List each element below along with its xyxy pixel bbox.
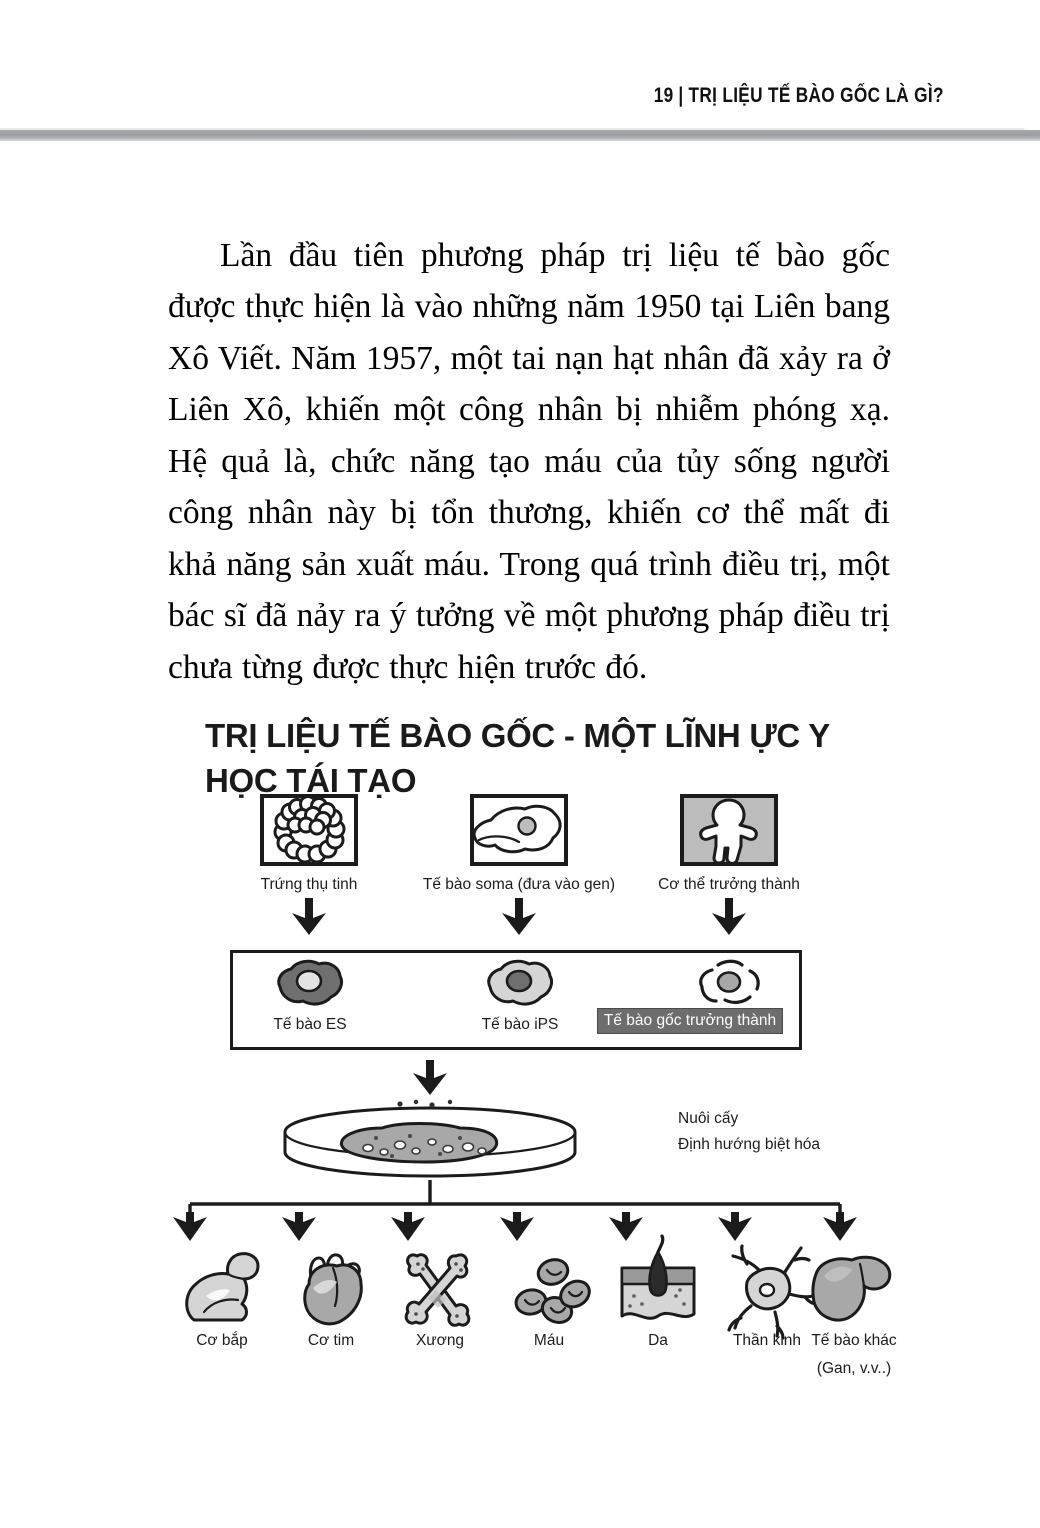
output-label-bone: Xương xyxy=(415,1332,465,1349)
output-label-heart: Cơ tim xyxy=(307,1332,355,1349)
petri-dish-icon xyxy=(283,1099,577,1178)
output-label-muscle: Cơ bắp xyxy=(196,1332,248,1349)
culture-label-line1: Nuôi cấy xyxy=(678,1110,739,1127)
source-label-fertilized-egg: Trứng thụ tinh xyxy=(260,876,358,893)
source-box-adult-body xyxy=(680,794,778,866)
running-head: 19|TRỊ LIỆU TẾ BÀO GỐC LÀ GÌ? xyxy=(654,84,944,108)
heart-icon xyxy=(303,1253,363,1326)
body-paragraph: Lần đầu tiên phương pháp trị liệu tế bào… xyxy=(168,236,890,686)
source-box-soma-cell xyxy=(470,794,568,866)
skin-icon xyxy=(620,1234,696,1320)
blood-cells-icon xyxy=(514,1258,591,1324)
stem-cell-group-box xyxy=(230,950,802,1050)
page-number: 19 xyxy=(653,84,674,107)
output-label-other-cells: Tế bào khác xyxy=(811,1332,897,1349)
output-label-nerve: Thần kinh xyxy=(732,1332,802,1349)
header-separator: | xyxy=(678,84,684,107)
liver-icon xyxy=(811,1255,892,1322)
distribution-bus-line xyxy=(188,1202,842,1220)
arrow-down-from-soma-cell xyxy=(502,898,536,935)
output-label-blood: Máu xyxy=(533,1332,565,1349)
muscle-arm-icon xyxy=(185,1252,260,1322)
arrow-down-from-fertilized-egg xyxy=(292,898,326,935)
stem-cell-label-es: Tế bào ES xyxy=(273,1016,347,1033)
header-rule-corner-highlight xyxy=(1024,118,1040,130)
source-label-soma-cell: Tế bào soma (đưa vào gen) xyxy=(422,876,616,893)
output-sublabel-other-cells: (Gan, v.v..) xyxy=(816,1360,892,1377)
arrow-down-from-adult-body xyxy=(712,898,746,935)
highlight-chip: Tế bào gốc trưởng thành xyxy=(596,1008,784,1034)
chapter-title: TRỊ LIỆU TẾ BÀO GỐC LÀ GÌ? xyxy=(688,84,944,107)
section-heading: TRỊ LIỆU TẾ BÀO GỐC - MỘT LĨNH ỰC Y HỌC … xyxy=(205,717,830,800)
source-box-fertilized-egg xyxy=(260,794,358,866)
stem-cell-label-adult-highlighted: Tế bào gốc trưởng thành xyxy=(587,1008,793,1034)
stem-cell-therapy-diagram: Trứng thụ tinh Tế bào soma (đưa vào gen)… xyxy=(150,780,910,1380)
output-arrows xyxy=(173,1212,857,1241)
header-divider-rule xyxy=(0,128,1040,141)
culture-label-line2: Định hướng biệt hóa xyxy=(678,1136,821,1153)
arrow-down-to-culture-dish xyxy=(413,1060,447,1095)
diagram-artwork xyxy=(173,795,892,1340)
neuron-icon xyxy=(727,1244,819,1340)
source-label-adult-body: Cơ thể trưởng thành xyxy=(658,876,800,893)
output-label-skin: Da xyxy=(648,1332,668,1349)
bones-icon xyxy=(404,1253,471,1327)
stem-cell-label-ips: Tế bào iPS xyxy=(481,1016,559,1033)
